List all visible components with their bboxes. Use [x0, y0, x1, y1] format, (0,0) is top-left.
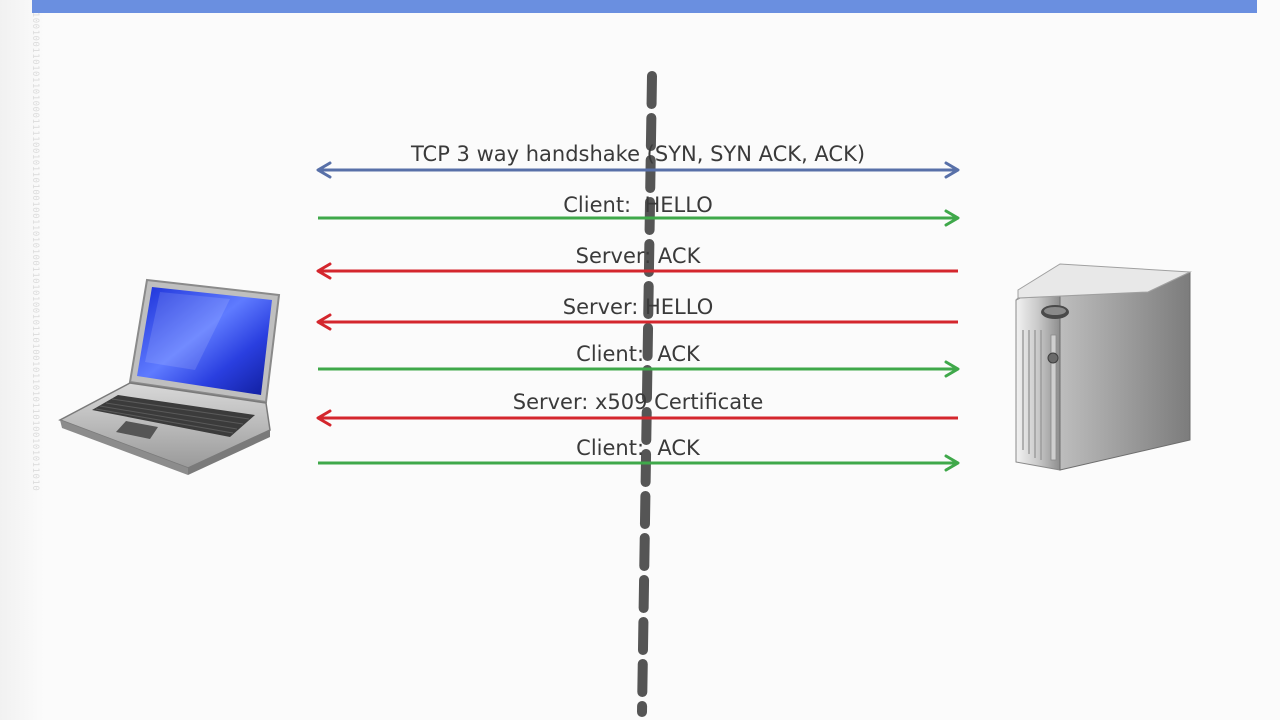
- arrowhead-left-2: [316, 262, 332, 280]
- header-bar: [32, 0, 1257, 13]
- arrowhead-right-4: [944, 360, 960, 378]
- arrowhead-left-5: [316, 409, 332, 427]
- message-arrows: TCP 3 way handshake (SYN, SYN ACK, ACK) C…: [316, 142, 960, 472]
- message-label-0: TCP 3 way handshake (SYN, SYN ACK, ACK): [410, 142, 865, 166]
- message-label-5: Server: x509 Certificate: [513, 390, 764, 414]
- binary-digits: 0110010011010110100011110010110100100110…: [30, 0, 40, 492]
- arrowhead-right-6: [944, 454, 960, 472]
- server-tower-icon: [1015, 263, 1192, 471]
- message-label-4: Client: ACK: [576, 342, 701, 366]
- divider-dashed-line: [637, 71, 657, 717]
- laptop-icon: [58, 278, 281, 475]
- arrowhead-left-0: [316, 161, 332, 179]
- message-label-1: Client: HELLO: [563, 193, 712, 217]
- arrowhead-right-0: [944, 161, 960, 179]
- message-label-6: Client: ACK: [576, 436, 701, 460]
- message-label-3: Server: HELLO: [563, 295, 714, 319]
- binary-background-strip: 0110010011010110100011110010110100100110…: [0, 0, 44, 720]
- message-label-2: Server: ACK: [576, 244, 702, 268]
- arrowhead-left-3: [316, 313, 332, 331]
- arrowhead-right-1: [944, 209, 960, 227]
